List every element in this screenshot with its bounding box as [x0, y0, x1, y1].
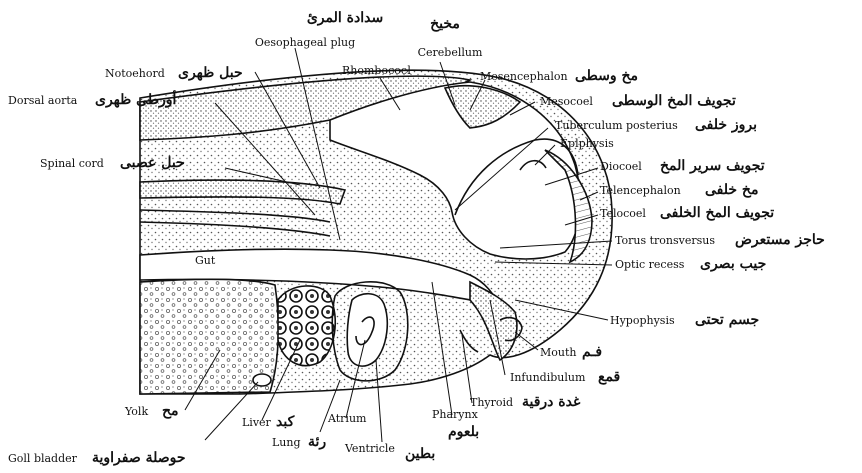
label-liver-ar: كبد [276, 414, 295, 430]
label-mesocoel-ar: تجويف المخ الوسطى [612, 93, 736, 109]
label-cerebellum-en: Cerebellum [418, 46, 483, 59]
label-yolk-ar: مح [162, 403, 179, 419]
label-hypophysis-en: Hypophysis [610, 314, 675, 327]
label-liver-en: Liver [242, 416, 272, 429]
label-dorsal-aorta-ar: أورطى ظهرى [95, 89, 176, 108]
label-spinal-cord-ar: حبل عصبى [120, 155, 185, 171]
label-mesencephalon-en: Mesencephalon [480, 70, 568, 83]
label-gut-en: Gut [195, 254, 216, 267]
label-telencephalon-ar: مخ خلفى [705, 182, 758, 198]
label-ventricle-en: Ventricle [344, 442, 395, 455]
label-mesencephalon-ar: مخ وسطى [575, 68, 638, 84]
label-mesocoel-en: Mesocoel [540, 95, 593, 108]
label-tuberculum-en: Tuberculum posterius [555, 119, 678, 132]
label-telocoel-ar: تجويف المخ الخلفى [660, 205, 774, 221]
label-infundibulum-en: Infundibulum [510, 371, 586, 384]
label-hypophysis-ar: جسم تحتى [695, 312, 759, 328]
label-telocoel-en: Telocoel [600, 207, 646, 220]
label-lung-ar: رئة [308, 434, 326, 450]
label-torus-ar: حاجز مستعرض [735, 232, 825, 248]
label-diocoel-en: Diocoel [600, 160, 642, 173]
label-cerebellum-ar: مخيخ [430, 16, 460, 32]
label-mouth-ar: فـم [582, 344, 602, 360]
label-thyroid-ar: غدة درقية [522, 394, 581, 410]
label-gall-bladder-en: Goll bladder [8, 452, 78, 465]
label-atrium-en: Atrium [327, 412, 367, 425]
label-diocoel-ar: تجويف سرير المخ [660, 158, 765, 174]
label-spinal-cord-en: Spinal cord [40, 157, 104, 170]
label-notochord-ar: حبل ظهرى [178, 65, 243, 81]
label-gall-bladder-ar: حوصلة صفراوية [92, 450, 186, 466]
label-torus-en: Torus tronsversus [615, 234, 715, 247]
label-pharynx-en: Pharynx [432, 408, 479, 421]
label-optic-recess-ar: جيب بصرى [700, 256, 766, 272]
label-tuberculum-ar: بروز خلفى [695, 117, 757, 133]
label-telencephalon-en: Telencephalon [600, 184, 681, 197]
label-rhombocoel-en: Rhombocoel [342, 64, 411, 77]
label-epiphysis-en: Eplphysis [560, 137, 614, 150]
label-dorsal-aorta-en: Dorsal aorta [8, 94, 78, 107]
label-lung-en: Lung [272, 436, 301, 449]
label-pharynx-ar: بلعوم [448, 424, 479, 440]
label-oesophageal-plug-en: Oesophageal plug [255, 36, 355, 49]
label-oesophageal-plug-ar: سدادة المرئ [307, 10, 383, 26]
liver-mass [278, 286, 335, 366]
label-mouth-en: Mouth [540, 346, 576, 359]
label-ventricle-ar: بطين [405, 446, 435, 462]
label-optic-recess-en: Optic recess [615, 258, 685, 271]
label-infundibulum-ar: قمع [598, 369, 620, 385]
label-notochord-en: Notoehord [105, 67, 165, 80]
label-yolk-en: Yolk [124, 405, 148, 418]
